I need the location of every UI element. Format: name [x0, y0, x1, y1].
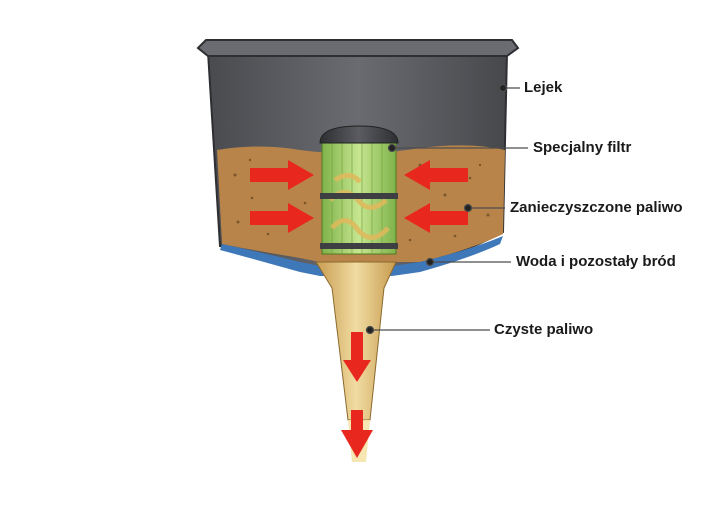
inflow-arrow-right-top: [404, 160, 468, 190]
inflow-arrow-left-top: [250, 160, 314, 190]
inflow-arrow-right-bottom: [404, 203, 468, 233]
filter-band-lower: [320, 243, 398, 249]
leader-lines: [365, 83, 528, 335]
label-water-sediment: Woda i pozostały bród: [516, 253, 676, 270]
outflow-arrow-lower: [341, 410, 373, 458]
label-funnel: Lejek: [524, 79, 563, 96]
filter-cap: [319, 125, 399, 144]
water-layer: [220, 236, 503, 276]
funnel-rim: [196, 39, 520, 57]
filter-band-upper: [320, 193, 398, 199]
inflow-arrow-left-bottom: [250, 203, 314, 233]
outflow-arrow-upper: [343, 332, 371, 382]
label-dirty-fuel: Zanieczyszczone paliwo: [510, 199, 683, 216]
label-filter: Specjalny filtr: [533, 139, 632, 156]
label-clean-fuel: Czyste paliwo: [494, 321, 594, 338]
